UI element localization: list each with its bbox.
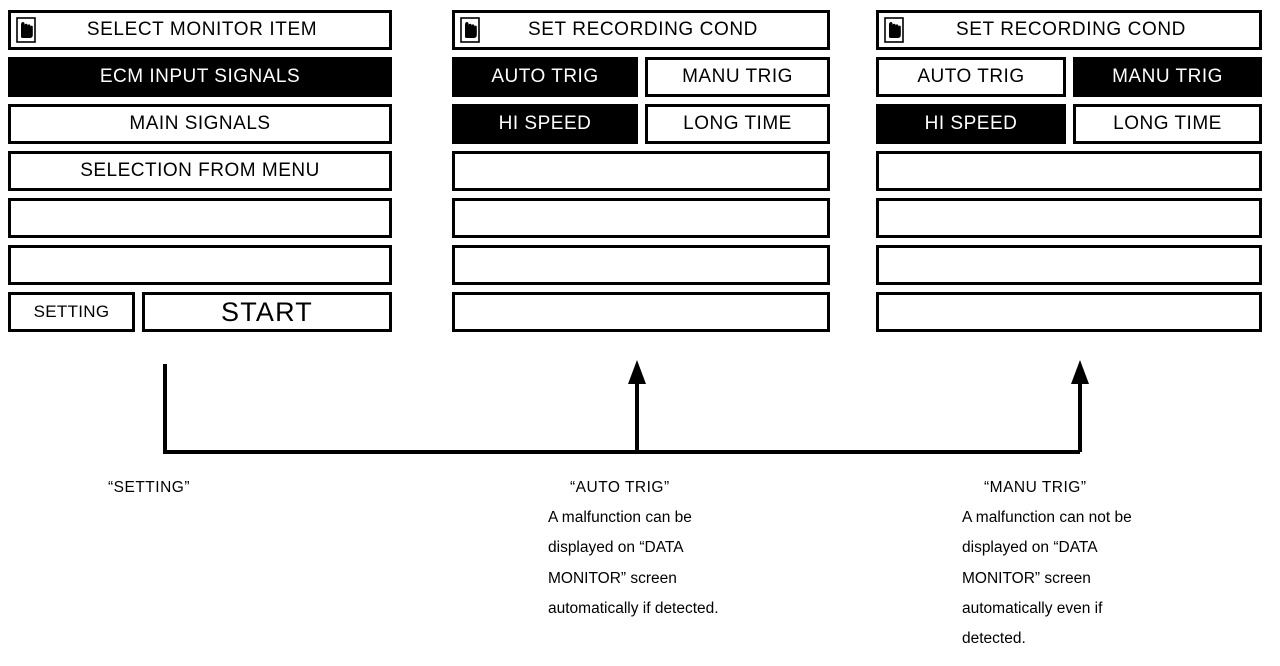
screen-header-row: SET RECORDING COND xyxy=(452,10,830,50)
hand-pointer-icon xyxy=(16,17,36,43)
hand-pointer-icon xyxy=(884,17,904,43)
menu-item-empty[interactable] xyxy=(452,151,830,191)
manu-trig-button[interactable]: MANU TRIG xyxy=(1073,57,1262,97)
menu-row: AUTO TRIG MANU TRIG xyxy=(876,57,1262,97)
menu-row xyxy=(876,151,1262,191)
menu-row xyxy=(876,245,1262,285)
screen-title-bar: SET RECORDING COND xyxy=(452,10,830,50)
screen-title-bar: SET RECORDING COND xyxy=(876,10,1262,50)
caption-manu-trig: “MANU TRIG” A malfunction can not be dis… xyxy=(962,473,1252,654)
manu-trig-button[interactable]: MANU TRIG xyxy=(645,57,830,97)
menu-item-empty[interactable] xyxy=(452,198,830,238)
connector-arrow-manu-head xyxy=(1071,360,1089,384)
start-button[interactable]: START xyxy=(142,292,392,332)
menu-row xyxy=(452,151,830,191)
menu-row xyxy=(876,292,1262,332)
menu-row xyxy=(452,245,830,285)
menu-item-empty[interactable] xyxy=(876,151,1262,191)
menu-item-empty[interactable] xyxy=(876,292,1262,332)
menu-item-ecm-input-signals[interactable]: ECM INPUT SIGNALS xyxy=(8,57,392,97)
caption-manu-trig-title: “MANU TRIG” xyxy=(984,479,1087,496)
menu-item-empty[interactable] xyxy=(452,245,830,285)
screen-select-monitor-item: SELECT MONITOR ITEM ECM INPUT SIGNALS MA… xyxy=(8,10,392,339)
auto-trig-button[interactable]: AUTO TRIG xyxy=(452,57,638,97)
menu-row: ECM INPUT SIGNALS xyxy=(8,57,392,97)
screen-title-label: SELECT MONITOR ITEM xyxy=(86,19,318,40)
caption-auto-trig: “AUTO TRIG” A malfunction can be display… xyxy=(548,473,818,624)
caption-auto-trig-body: A malfunction can be displayed on “DATA … xyxy=(548,509,719,617)
caption-setting-title: “SETTING” xyxy=(108,479,190,496)
screen-header-row: SET RECORDING COND xyxy=(876,10,1262,50)
auto-trig-button[interactable]: AUTO TRIG xyxy=(876,57,1066,97)
caption-auto-trig-title: “AUTO TRIG” xyxy=(570,479,670,496)
menu-item-empty[interactable] xyxy=(8,198,392,238)
hi-speed-button[interactable]: HI SPEED xyxy=(876,104,1066,144)
menu-item-empty[interactable] xyxy=(876,198,1262,238)
menu-row: SELECTION FROM MENU xyxy=(8,151,392,191)
menu-item-selection-from-menu[interactable]: SELECTION FROM MENU xyxy=(8,151,392,191)
hi-speed-button[interactable]: HI SPEED xyxy=(452,104,638,144)
menu-item-main-signals[interactable]: MAIN SIGNALS xyxy=(8,104,392,144)
screen-title-bar: SELECT MONITOR ITEM xyxy=(8,10,392,50)
menu-row: MAIN SIGNALS xyxy=(8,104,392,144)
screen-title-label: SET RECORDING COND xyxy=(955,19,1187,40)
menu-row: HI SPEED LONG TIME xyxy=(452,104,830,144)
setting-button[interactable]: SETTING xyxy=(8,292,135,332)
screen-title-label: SET RECORDING COND xyxy=(527,19,759,40)
screen-header-row: SELECT MONITOR ITEM xyxy=(8,10,392,50)
long-time-button[interactable]: LONG TIME xyxy=(1073,104,1262,144)
menu-row xyxy=(452,292,830,332)
menu-item-empty[interactable] xyxy=(452,292,830,332)
connector-arrow-auto-head xyxy=(628,360,646,384)
hand-pointer-icon xyxy=(460,17,480,43)
connector-trunk-line xyxy=(163,364,1080,454)
menu-item-empty[interactable] xyxy=(876,245,1262,285)
menu-row: HI SPEED LONG TIME xyxy=(876,104,1262,144)
screen-set-recording-cond-auto: SET RECORDING COND AUTO TRIG MANU TRIG H… xyxy=(452,10,830,339)
caption-setting: “SETTING” xyxy=(108,473,190,503)
menu-row xyxy=(8,198,392,238)
menu-row xyxy=(452,198,830,238)
caption-manu-trig-body: A malfunction can not be displayed on “D… xyxy=(962,509,1132,648)
menu-row xyxy=(8,245,392,285)
menu-item-empty[interactable] xyxy=(8,245,392,285)
screen-set-recording-cond-manu: SET RECORDING COND AUTO TRIG MANU TRIG H… xyxy=(876,10,1262,339)
action-row: SETTING START xyxy=(8,292,392,332)
menu-row: AUTO TRIG MANU TRIG xyxy=(452,57,830,97)
menu-row xyxy=(876,198,1262,238)
long-time-button[interactable]: LONG TIME xyxy=(645,104,830,144)
